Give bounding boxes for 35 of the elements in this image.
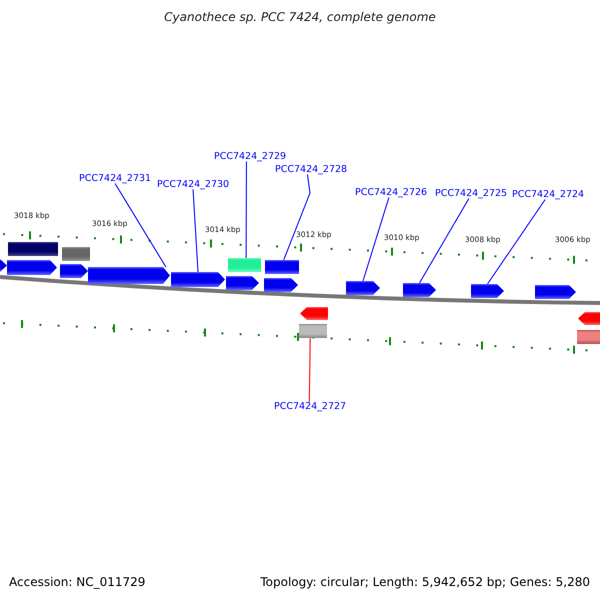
gene-feature [403, 283, 436, 297]
feature-box [8, 242, 58, 256]
gene-feature [171, 272, 225, 287]
gene-label: PCC7424_2729 [214, 152, 286, 162]
gene-feature [578, 312, 600, 325]
leader-line [419, 198, 470, 284]
gene-feature [264, 278, 298, 292]
accession-text: Accession: NC_011729 [9, 576, 146, 588]
feature-box [577, 330, 600, 344]
feature-box [265, 260, 299, 274]
feature-box [299, 324, 327, 338]
genome-stats-text: Topology: circular; Length: 5,942,652 bp; Genes: 5,280 [260, 576, 590, 588]
leader-line [487, 199, 546, 284]
gene-label: PCC7424_2728 [275, 165, 348, 174]
leader-line [114, 183, 166, 268]
leader-line [192, 189, 198, 272]
gene-feature [471, 284, 504, 298]
gene-label: PCC7424_2730 [157, 180, 230, 190]
leader-line [283, 174, 311, 260]
gene-label: PCC7424_2731 [79, 174, 152, 184]
leader-line [246, 161, 247, 258]
gene-feature [226, 276, 259, 290]
gene-feature [346, 281, 380, 295]
leader-line [362, 197, 390, 282]
feature-box [62, 247, 90, 261]
leader-line [308, 338, 311, 402]
gene-label: PCC7424_2725 [435, 189, 508, 198]
gene-label: PCC7424_2726 [355, 188, 428, 198]
diagram-title: Cyanothece sp. PCC 7424, complete genome [163, 11, 437, 23]
gene-label: PCC7424_2727 [274, 402, 346, 412]
gene-feature [300, 307, 328, 320]
gene-label: PCC7424_2724 [512, 190, 584, 200]
gene-feature [535, 285, 576, 299]
gene-feature [60, 264, 88, 278]
feature-box [228, 258, 261, 272]
